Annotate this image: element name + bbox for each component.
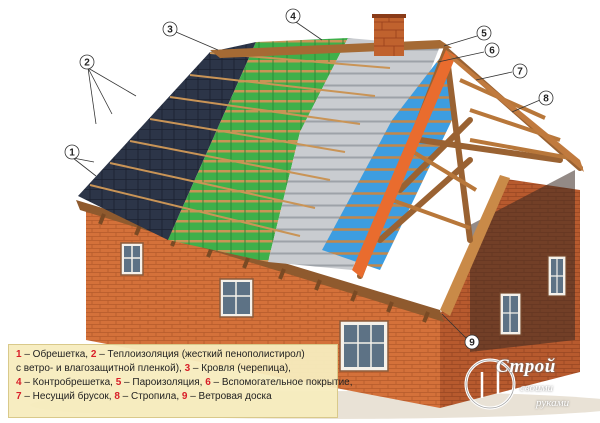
wind-board [440,175,510,316]
roof-tiles-layer [78,42,256,240]
window [219,278,254,318]
legend-number: 3 [184,363,191,374]
window [547,255,567,297]
site-logo: Строй своими руками [460,352,596,418]
svg-text:3: 3 [167,25,173,36]
svg-text:8: 8 [543,94,549,105]
legend-number: 8 [114,391,120,402]
insulation-layer [168,38,348,262]
callout-3: 3 [162,21,178,37]
legend-number: 9 [181,391,188,402]
legend-row-3: 4 – Контробрешетка, 5 – Пароизоляция, 6 … [16,376,353,390]
legend-text: с ветро- и влагозащитной пленкой), [16,363,185,374]
vapor-barrier-layer [322,50,452,270]
callout-5: 5 [476,25,492,41]
callout-2: 2 [79,54,95,70]
svg-text:1: 1 [69,148,75,159]
callout-9: 9 [464,334,480,350]
legend-number: 7 [16,391,22,402]
svg-text:9: 9 [469,338,475,349]
window [339,320,389,372]
logo-line-1: Строй [496,356,556,377]
auxiliary-cover-layer [268,38,440,270]
legend-text: – Кровля (черепица), [190,363,291,374]
svg-text:4: 4 [290,12,296,23]
legend-number: 6 [205,377,211,388]
logo-line-2: своими [520,382,554,394]
legend-text: – Вспомогательное покрытие, [210,377,353,388]
legend-number: 1 [16,349,22,360]
callout-1: 1 [64,144,80,160]
chimney-icon [372,14,406,56]
callout-8: 8 [538,90,554,106]
logo-line-3: руками [536,397,570,409]
callout-7: 7 [512,63,528,79]
svg-text:2: 2 [84,58,90,69]
callout-4: 4 [285,8,301,24]
legend-text: – Обрешетка, [21,349,91,360]
svg-text:5: 5 [481,29,487,40]
legend-number: 4 [16,377,22,388]
legend-row-4: 7 – Несущий брусок, 8 – Стропила, 9 – Ве… [16,390,330,404]
legend-number: 5 [115,377,122,388]
svg-text:7: 7 [517,67,523,78]
window [120,242,144,276]
legend-text: – Теплоизоляция (жесткий пенополистирол) [96,349,305,360]
legend-text: – Ветровая доска [187,391,272,402]
legend-row-2: с ветро- и влагозащитной пленкой), 3 – К… [16,362,330,376]
callout-6: 6 [484,42,500,58]
legend-text: – Пароизоляция, [121,377,206,388]
legend-box: 1 – Обрешетка, 2 – Теплоизоляция (жестки… [8,344,353,418]
legend-row-1: 1 – Обрешетка, 2 – Теплоизоляция (жестки… [16,348,330,362]
logo-circle-icon [464,358,516,410]
legend-text: – Контробрешетка, [21,377,116,388]
window [499,292,522,336]
legend-text: – Стропила, [119,391,182,402]
svg-text:6: 6 [489,46,495,57]
legend-text: – Несущий брусок, [21,391,115,402]
legend-number: 2 [90,349,97,360]
